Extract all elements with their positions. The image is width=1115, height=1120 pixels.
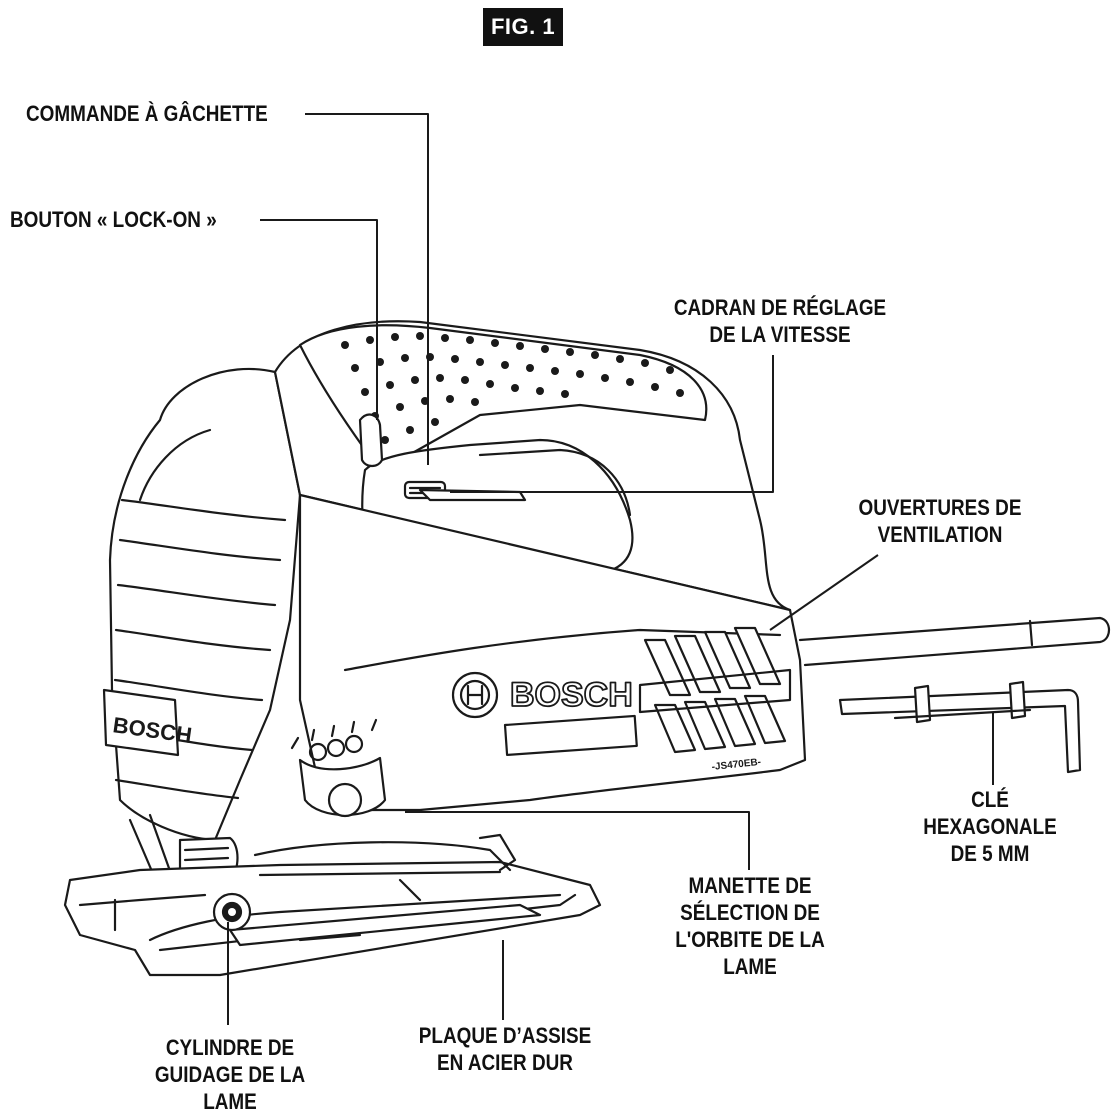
housing-rib — [118, 538, 282, 562]
housing-rib — [120, 498, 287, 522]
vent-slots — [643, 626, 787, 754]
callout-footplate: PLAQUE D’ASSISE EN ACIER DUR — [418, 1023, 592, 1075]
housing-rib — [114, 778, 240, 800]
body-logo-text: BOSCH — [510, 676, 633, 714]
leader-trigger — [305, 113, 429, 465]
hex-key-clip — [913, 684, 932, 724]
figure-label: FIG. 1 — [483, 8, 563, 46]
grip-pad — [298, 324, 708, 472]
orbit-selector — [290, 718, 387, 818]
housing-rib — [116, 583, 277, 607]
callout-ventilation: OUVERTURES DE VENTILATION — [858, 495, 1022, 547]
callout-lock-on-button: BOUTON « LOCK-ON » — [10, 207, 217, 232]
label-plate — [503, 714, 638, 757]
callout-hex-key: CLÉ HEXAGONALE DE 5 MM — [923, 787, 1057, 866]
leader-vents — [769, 554, 879, 631]
grip-dots — [341, 332, 684, 444]
model-tag: -JS470EB- — [711, 757, 761, 773]
callout-guide-roller: CYLINDRE DE GUIDAGE DE LA LAME — [154, 1035, 306, 1114]
leader-orbit-lever — [405, 811, 750, 870]
leader-lines — [227, 113, 994, 1025]
power-cord — [798, 616, 1111, 667]
housing-rib — [113, 678, 264, 702]
hex-key-clip — [1008, 680, 1027, 720]
footplate — [63, 860, 602, 977]
housing-logo-band — [102, 688, 180, 757]
lock-on-button — [358, 413, 384, 468]
callout-speed-dial: CADRAN DE RÉGLAGE DE LA VITESSE — [673, 295, 887, 347]
callout-orbit-lever: MANETTE DE SÉLECTION DE L'ORBITE DE LA L… — [675, 873, 825, 979]
callout-trigger: COMMANDE À GÂCHETTE — [26, 101, 268, 126]
hex-key — [838, 688, 1082, 774]
housing-rib — [114, 628, 272, 652]
leader-speed-dial — [450, 355, 774, 493]
leader-lock-on — [260, 219, 378, 420]
